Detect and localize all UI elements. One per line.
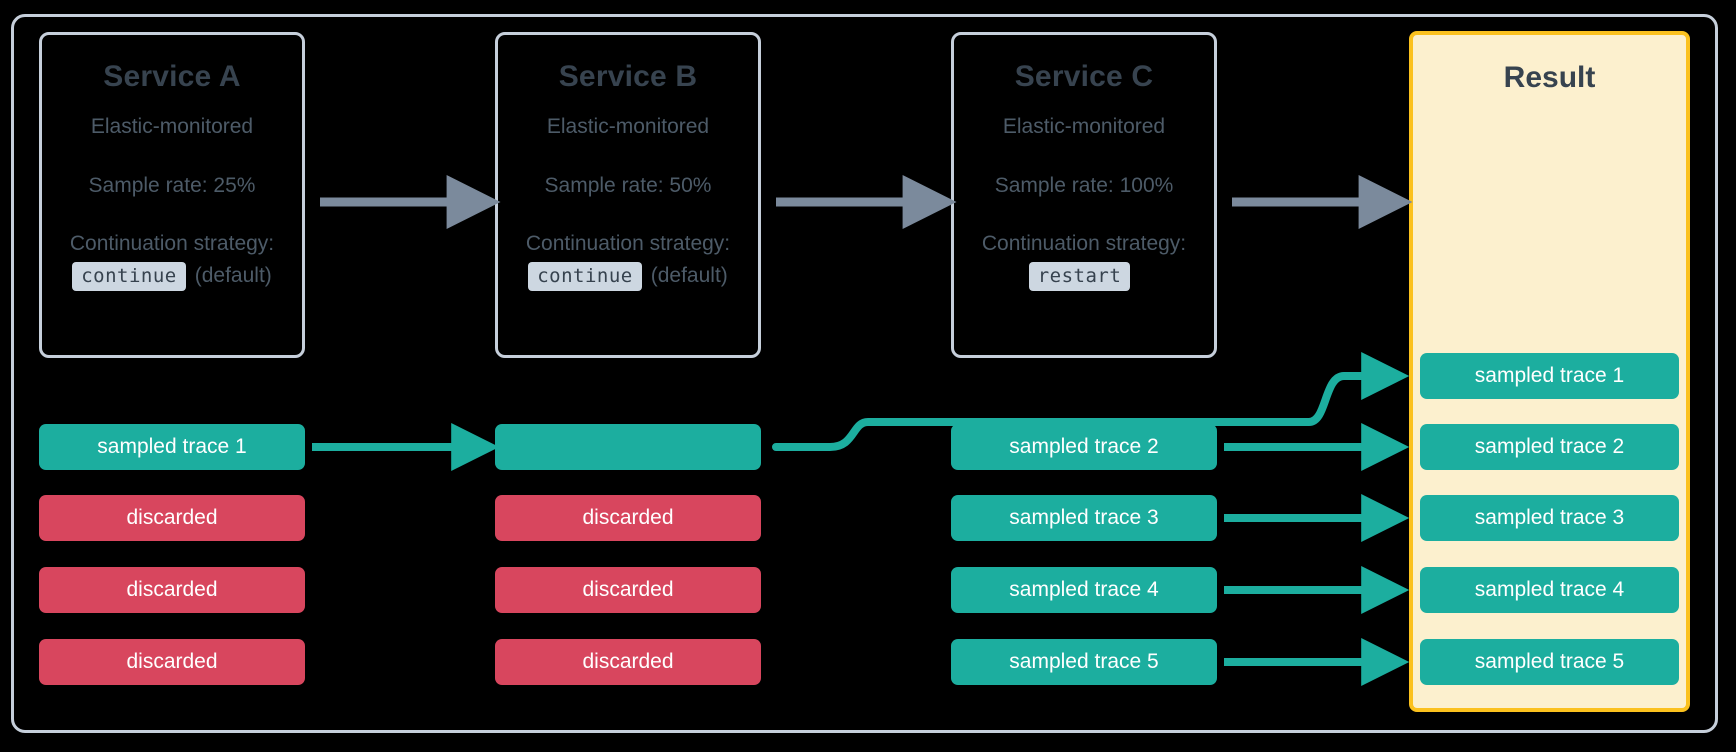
service-a-strategy-badge: continue xyxy=(72,262,186,291)
trace-pill-a-1: sampled trace 1 xyxy=(39,424,305,470)
service-a-title: Service A xyxy=(103,60,241,93)
trace-pill-a-3: discarded xyxy=(39,567,305,613)
service-b-strategy-note: (default) xyxy=(650,264,728,287)
service-c-subtitle: Elastic-monitored xyxy=(1002,115,1166,138)
trace-pill-b-4: discarded xyxy=(495,639,761,685)
trace-pill-result-1: sampled trace 1 xyxy=(1420,353,1679,399)
trace-pill-b-1 xyxy=(495,424,761,470)
trace-pill-b-3: discarded xyxy=(495,567,761,613)
trace-pill-b-2: discarded xyxy=(495,495,761,541)
service-c-strategy-label: Continuation strategy: xyxy=(981,232,1187,255)
service-b-strategy-badge: continue xyxy=(528,262,642,291)
service-b-strategy-row: continue (default) xyxy=(498,262,758,291)
trace-pill-result-4: sampled trace 4 xyxy=(1420,567,1679,613)
service-c-title: Service C xyxy=(1014,60,1154,93)
service-a-sample-rate: Sample rate: 25% xyxy=(88,174,256,197)
service-c-strategy-row: restart xyxy=(954,262,1214,291)
trace-pill-result-2: sampled trace 2 xyxy=(1420,424,1679,470)
trace-pill-c-3: sampled trace 4 xyxy=(951,567,1217,613)
trace-pill-c-1: sampled trace 2 xyxy=(951,424,1217,470)
service-card-c: Service C Elastic-monitored Sample rate:… xyxy=(951,32,1217,358)
service-card-b: Service B Elastic-monitored Sample rate:… xyxy=(495,32,761,358)
service-b-subtitle: Elastic-monitored xyxy=(546,115,710,138)
trace-pill-a-2: discarded xyxy=(39,495,305,541)
service-a-strategy-note: (default) xyxy=(194,264,272,287)
trace-pill-result-5: sampled trace 5 xyxy=(1420,639,1679,685)
service-c-sample-rate: Sample rate: 100% xyxy=(994,174,1174,197)
trace-pill-c-4: sampled trace 5 xyxy=(951,639,1217,685)
service-a-strategy-label: Continuation strategy: xyxy=(69,232,275,255)
service-b-sample-rate: Sample rate: 50% xyxy=(544,174,712,197)
trace-pill-result-3: sampled trace 3 xyxy=(1420,495,1679,541)
service-c-strategy-badge: restart xyxy=(1028,262,1131,291)
service-card-a: Service A Elastic-monitored Sample rate:… xyxy=(39,32,305,358)
service-a-strategy-row: continue (default) xyxy=(42,262,302,291)
service-b-title: Service B xyxy=(558,60,698,93)
trace-pill-c-2: sampled trace 3 xyxy=(951,495,1217,541)
trace-pill-a-4: discarded xyxy=(39,639,305,685)
result-title: Result xyxy=(1503,61,1596,94)
service-b-strategy-label: Continuation strategy: xyxy=(525,232,731,255)
service-a-subtitle: Elastic-monitored xyxy=(90,115,254,138)
